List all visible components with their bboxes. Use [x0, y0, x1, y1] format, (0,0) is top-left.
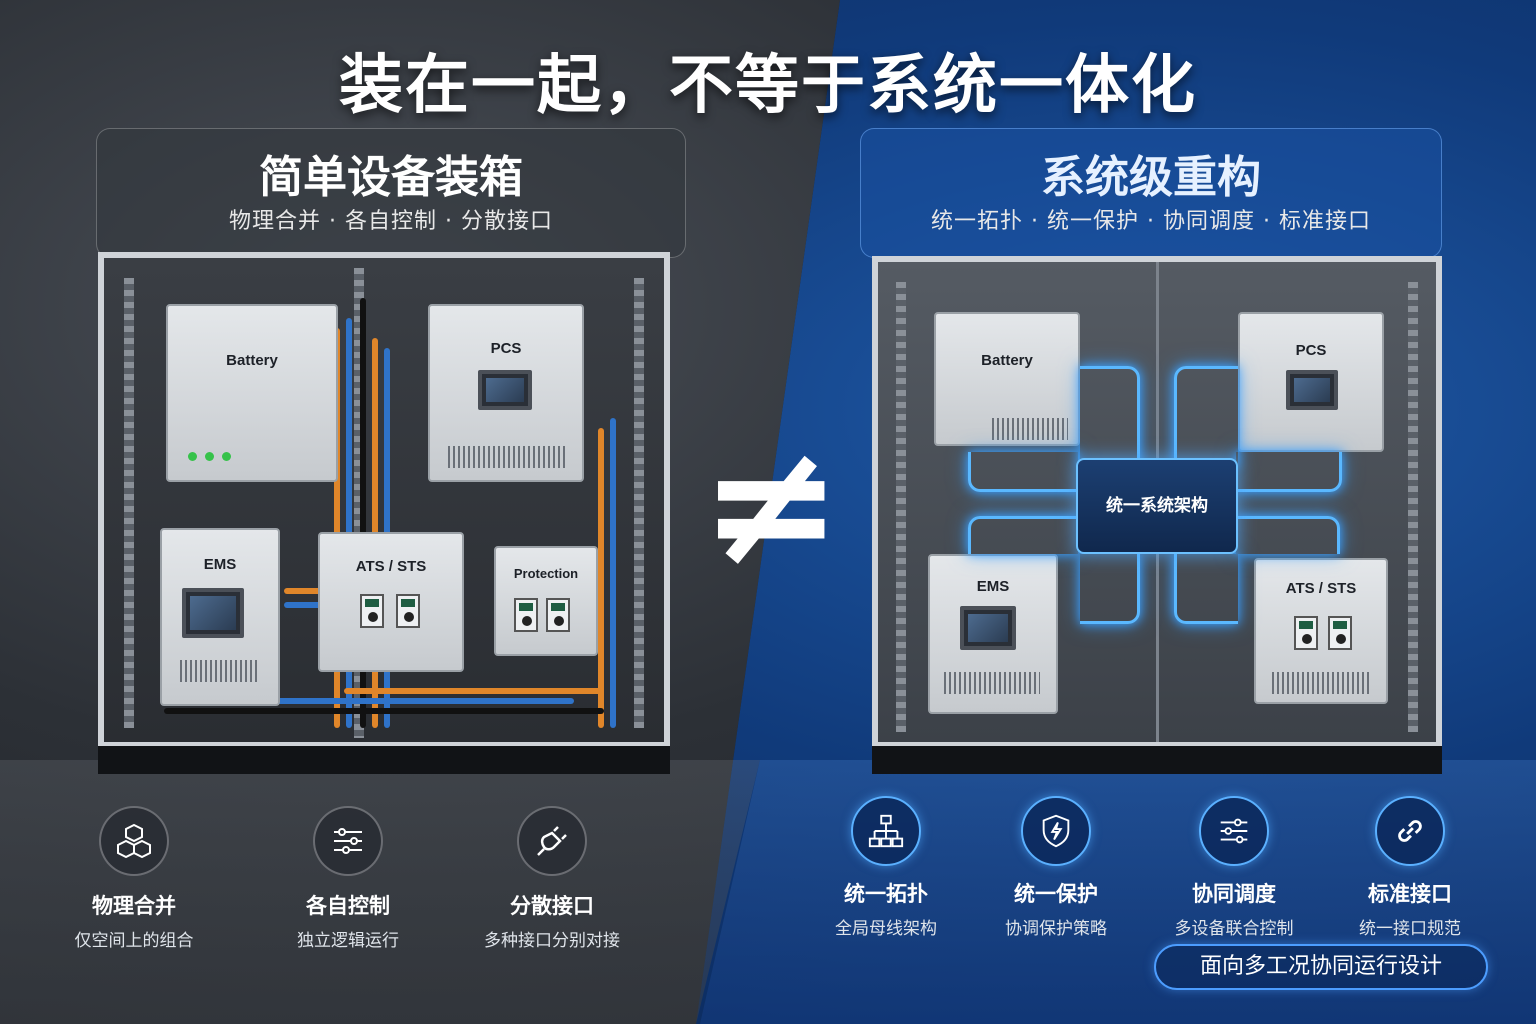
- feature-unified-protection: 统一保护 协调保护策略: [966, 796, 1146, 939]
- battery-module: Battery: [934, 312, 1080, 446]
- ems-label: EMS: [976, 578, 1010, 595]
- feature-desc: 仅空间上的组合: [74, 931, 194, 951]
- meter: [1294, 616, 1318, 650]
- glow-link: [968, 516, 1078, 554]
- vent: [992, 418, 1068, 440]
- wire: [610, 418, 616, 728]
- cabinet-rail: [354, 268, 364, 738]
- left-cabinet: Battery PCS EMS ATS / STS Protection: [98, 252, 670, 748]
- protection-module: Protection: [494, 546, 598, 656]
- battery-label: Battery: [226, 352, 278, 369]
- display-screen: [960, 606, 1016, 650]
- pcs-module: PCS: [1238, 312, 1384, 452]
- feature-desc: 协调保护策略: [1005, 919, 1107, 939]
- left-header-panel: 简单设备装箱 物理合并 · 各自控制 · 分散接口: [96, 128, 686, 258]
- left-subtitle: 物理合并 · 各自控制 · 分散接口: [229, 209, 553, 234]
- display-screen: [1286, 370, 1338, 410]
- left-cabinet-base: [98, 746, 670, 774]
- meter: [546, 598, 570, 632]
- vent: [944, 672, 1040, 694]
- ats-sts-label: ATS / STS: [355, 558, 427, 575]
- wire: [174, 698, 574, 704]
- not-equal-sign: ≠: [700, 406, 843, 604]
- glow-link: [1174, 366, 1238, 466]
- feature-title: 协同调度: [1192, 882, 1276, 906]
- sliders-icon: [1199, 796, 1269, 866]
- ats-sts-module: ATS / STS: [1254, 558, 1388, 704]
- pcs-label: PCS: [490, 340, 522, 357]
- feature-desc: 全局母线架构: [835, 919, 937, 939]
- meter: [1328, 616, 1352, 650]
- cabinet-rail: [1408, 282, 1418, 732]
- design-badge: 面向多工况协同运行设计: [1154, 944, 1488, 990]
- wire: [346, 318, 352, 728]
- topology-icon: [851, 796, 921, 866]
- wire: [598, 428, 604, 728]
- right-cabinet-base: [872, 746, 1442, 774]
- feature-desc: 多设备联合控制: [1174, 919, 1294, 939]
- protection-label: Protection: [513, 566, 579, 581]
- sliders-icon: [313, 806, 383, 876]
- battery-label: Battery: [981, 352, 1033, 369]
- glow-link: [1080, 554, 1140, 624]
- vent: [180, 660, 260, 682]
- unified-architecture-core: 统一系统架构: [1076, 458, 1238, 554]
- display-screen: [182, 588, 244, 638]
- glow-link: [1236, 452, 1342, 492]
- battery-module: Battery: [166, 304, 338, 482]
- pcs-label: PCS: [1295, 342, 1327, 359]
- left-title: 简单设备装箱: [259, 152, 523, 203]
- glow-link: [1174, 554, 1238, 624]
- glow-link: [1080, 366, 1140, 466]
- cabinet-rail: [896, 282, 906, 732]
- vent: [1272, 672, 1372, 694]
- feature-title: 标准接口: [1368, 882, 1452, 906]
- plug-icon: [517, 806, 587, 876]
- feature-independent-control: 各自控制 独立逻辑运行: [258, 806, 438, 951]
- wire: [334, 328, 340, 728]
- feature-title: 分散接口: [510, 894, 594, 918]
- ats-sts-module: ATS / STS: [318, 532, 464, 672]
- feature-title: 物理合并: [92, 894, 176, 918]
- right-subtitle: 统一拓扑 · 统一保护 · 协同调度 · 标准接口: [931, 209, 1371, 234]
- cabinet-rail: [634, 278, 644, 728]
- meter: [360, 594, 384, 628]
- wire: [164, 708, 604, 714]
- vent: [448, 446, 568, 468]
- feature-physical-merge: 物理合并 仅空间上的组合: [44, 806, 224, 951]
- right-title: 系统级重构: [1041, 152, 1261, 203]
- glow-link: [968, 452, 1078, 492]
- ems-module: EMS: [160, 528, 280, 706]
- feature-desc: 统一接口规范: [1359, 919, 1461, 939]
- meter: [396, 594, 420, 628]
- wire: [360, 298, 366, 728]
- feature-title: 各自控制: [306, 894, 390, 918]
- display-screen: [478, 370, 532, 410]
- left-floor: [0, 760, 760, 1024]
- status-leds: [188, 452, 231, 461]
- feature-scattered-interfaces: 分散接口 多种接口分别对接: [462, 806, 642, 951]
- feature-desc: 多种接口分别对接: [484, 931, 620, 951]
- ems-module: EMS: [928, 554, 1058, 714]
- link-icon: [1375, 796, 1445, 866]
- cubes-icon: [99, 806, 169, 876]
- wire: [284, 588, 324, 594]
- right-header-panel: 系统级重构 统一拓扑 · 统一保护 · 协同调度 · 标准接口: [860, 128, 1442, 258]
- feature-coordinated-dispatch: 协同调度 多设备联合控制: [1144, 796, 1324, 939]
- feature-title: 统一拓扑: [844, 882, 928, 906]
- feature-standard-interface: 标准接口 统一接口规范: [1320, 796, 1500, 939]
- ems-label: EMS: [203, 556, 237, 573]
- glow-link: [1236, 516, 1340, 554]
- cabinet-rail: [124, 278, 134, 728]
- ats-sts-label: ATS / STS: [1285, 580, 1357, 597]
- pcs-module: PCS: [428, 304, 584, 482]
- wire: [284, 602, 324, 608]
- main-title: 装在一起，不等于系统一体化: [339, 49, 1197, 123]
- meter: [514, 598, 538, 632]
- feature-desc: 独立逻辑运行: [297, 931, 399, 951]
- feature-title: 统一保护: [1014, 882, 1098, 906]
- shield-icon: [1021, 796, 1091, 866]
- feature-unified-topology: 统一拓扑 全局母线架构: [796, 796, 976, 939]
- wire: [344, 688, 604, 694]
